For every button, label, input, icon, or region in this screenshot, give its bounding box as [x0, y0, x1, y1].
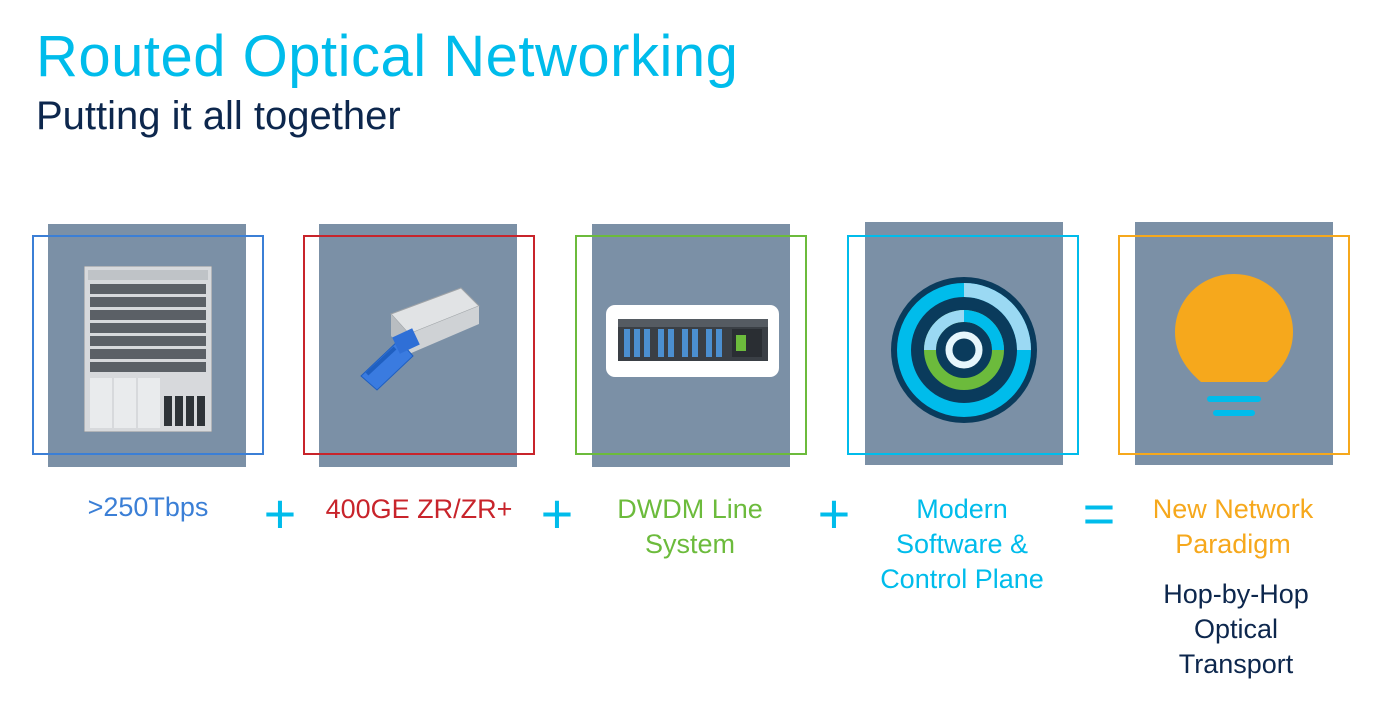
- equals-operator: =: [1082, 482, 1116, 545]
- software-frame: [847, 235, 1079, 455]
- transceiver-frame: [303, 235, 535, 455]
- optical-transceiver-icon: [351, 284, 481, 404]
- router-frame: [32, 235, 264, 455]
- caption-paradigm: New Network Paradigm: [1133, 492, 1333, 562]
- transceiver-tile: [319, 224, 517, 467]
- dwdm-tile: [592, 224, 790, 467]
- dwdm-frame: [575, 235, 807, 455]
- caption-software-line1: Modern: [916, 494, 1008, 524]
- concentric-circles-icon: [890, 276, 1038, 424]
- page-title: Routed Optical Networking: [36, 24, 739, 89]
- caption-dwdm: DWDM Line System: [590, 492, 790, 562]
- caption-paradigm-line2: Paradigm: [1175, 529, 1291, 559]
- plus-operator-1: +: [263, 482, 297, 545]
- caption-software-line2: Software &: [895, 529, 1029, 559]
- caption-capacity: >250Tbps: [87, 492, 209, 522]
- paradigm-note-line3: Transport: [1178, 649, 1294, 679]
- caption-software-line3: Control Plane: [880, 564, 1044, 594]
- paradigm-tile: [1135, 222, 1333, 465]
- caption-software: Modern Software & Control Plane: [862, 492, 1062, 597]
- page-subtitle: Putting it all together: [36, 94, 401, 138]
- caption-zr: 400GE ZR/ZR+: [325, 494, 513, 524]
- paradigm-note: Hop-by-Hop Optical Transport: [1133, 577, 1339, 682]
- caption-dwdm-line1: DWDM Line: [617, 494, 763, 524]
- router-chassis-icon: [84, 266, 212, 432]
- router-tile: [48, 224, 246, 467]
- paradigm-note-line2: Optical: [1193, 614, 1279, 644]
- lightbulb-icon: [1173, 270, 1295, 424]
- caption-paradigm-line1: New Network: [1152, 494, 1314, 524]
- paradigm-note-line1: Hop-by-Hop: [1163, 579, 1309, 609]
- plus-operator-2: +: [540, 482, 574, 545]
- dwdm-shelf-icon: [606, 305, 779, 377]
- software-tile: [865, 222, 1063, 465]
- caption-dwdm-line2: System: [644, 529, 736, 559]
- plus-operator-3: +: [817, 482, 851, 545]
- paradigm-frame: [1118, 235, 1350, 455]
